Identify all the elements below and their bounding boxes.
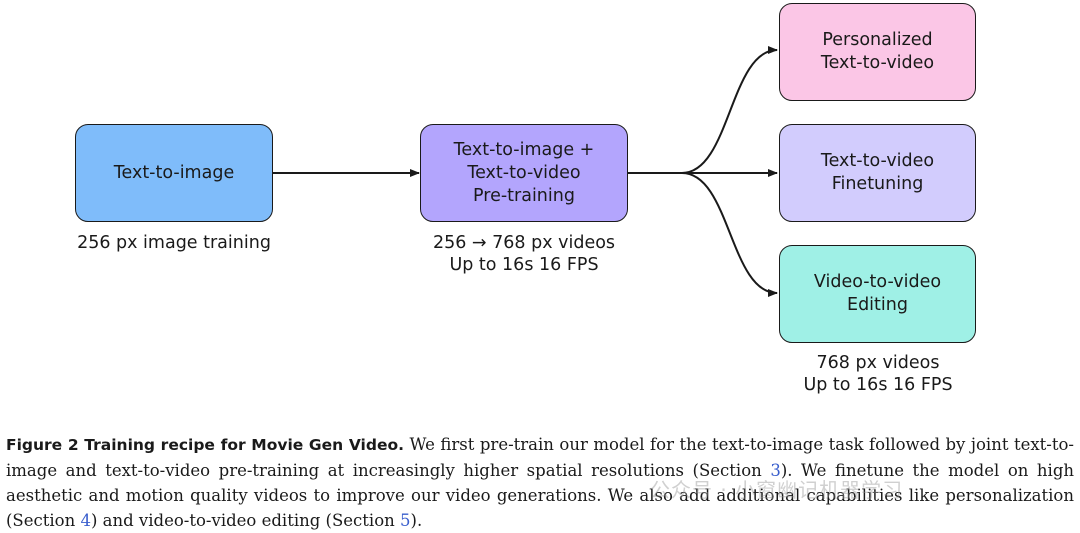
node-pretraining-line: Text-to-video xyxy=(467,162,581,183)
figure-caption: Figure 2 Training recipe for Movie Gen V… xyxy=(6,432,1074,533)
caption-text: ) and video-to-video editing (Section xyxy=(90,511,401,530)
node-personalized-line: Text-to-video xyxy=(820,53,935,73)
section-ref-link[interactable]: 4 xyxy=(80,511,91,530)
node-pretraining: Text-to-image + Text-to-video Pre-traini… xyxy=(420,124,628,222)
node-finetuning-line: Finetuning xyxy=(831,174,924,194)
label-editing-line: 768 px videos xyxy=(816,353,940,373)
watermark: 公众号 · 小窗幽记机器学习 xyxy=(650,478,904,502)
section-ref-link[interactable]: 5 xyxy=(400,511,411,530)
label-editing: 768 px videos Up to 16s 16 FPS xyxy=(762,352,994,396)
label-pretraining: 256 → 768 px videos Up to 16s 16 FPS xyxy=(404,232,644,276)
diagram-arrows xyxy=(273,46,778,297)
label-text-to-image: 256 px image training xyxy=(60,232,288,254)
node-text-to-image-line: Text-to-image xyxy=(113,162,235,183)
node-editing-line: Video-to-video xyxy=(813,272,942,292)
label-pretraining-line: 256 → 768 px videos xyxy=(432,233,616,253)
arrow-pretraining-to-personalized xyxy=(628,46,778,174)
node-pretraining-line: Pre-training xyxy=(473,185,575,206)
node-editing: Video-to-video Editing xyxy=(779,245,976,343)
node-finetuning: Text-to-video Finetuning xyxy=(779,124,976,222)
label-pretraining-line: Up to 16s 16 FPS xyxy=(449,255,599,275)
node-finetuning-line: Text-to-video xyxy=(820,151,935,171)
node-pretraining-line: Text-to-image + xyxy=(453,139,595,160)
arrow-pretraining-to-editing xyxy=(681,172,778,297)
caption-text: We first pre-train our model for the tex… xyxy=(6,435,1074,480)
node-personalized-line: Personalized xyxy=(822,30,933,50)
node-text-to-image: Text-to-image xyxy=(75,124,273,222)
node-editing-line: Editing xyxy=(847,295,908,315)
label-text-to-image-line: 256 px image training xyxy=(77,233,271,253)
caption-text: ). We finetune the model on high aesthet… xyxy=(6,461,1075,530)
section-ref-link[interactable]: 3 xyxy=(770,461,781,480)
training-recipe-diagram: Text-to-image 256 px image training Text… xyxy=(60,3,994,396)
figure-label: Figure 2 Training recipe for Movie Gen V… xyxy=(6,436,405,454)
label-editing-line: Up to 16s 16 FPS xyxy=(803,375,953,395)
node-personalized: Personalized Text-to-video xyxy=(779,3,976,101)
caption-text: ). xyxy=(410,511,423,530)
